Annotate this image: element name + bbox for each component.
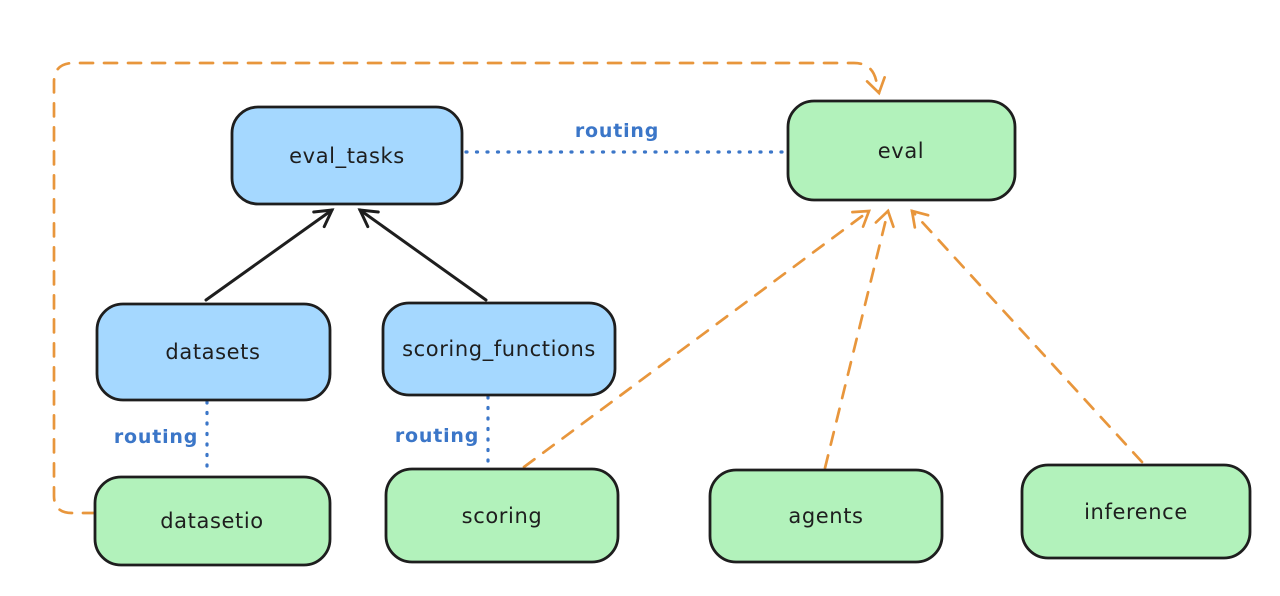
node-inference-box xyxy=(1020,463,1252,560)
node-datasets-label: datasets xyxy=(165,340,260,364)
edge-datasets-to-eval-tasks xyxy=(204,208,335,302)
node-eval-tasks: eval_tasks xyxy=(230,105,464,206)
edge-inference-to-eval xyxy=(910,209,1144,464)
node-scoring-functions-box xyxy=(381,301,617,397)
node-scoring-functions: scoring_functions xyxy=(381,301,617,397)
edge-scoring-functions-to-eval-tasks xyxy=(357,208,488,302)
node-eval-box xyxy=(786,99,1017,202)
edge-scoring-to-eval xyxy=(522,209,872,469)
node-agents-box xyxy=(708,468,944,564)
node-scoring-label: scoring xyxy=(462,504,543,528)
node-datasets-box xyxy=(95,302,332,402)
node-scoring: scoring xyxy=(384,467,620,564)
node-scoring-functions-label: scoring_functions xyxy=(402,337,596,362)
node-eval-tasks-box xyxy=(230,105,464,206)
node-datasetio-label: datasetio xyxy=(160,509,263,533)
node-datasetio: datasetio xyxy=(93,475,332,567)
edge-agents-to-eval xyxy=(823,208,895,470)
node-datasets: datasets xyxy=(95,302,332,402)
node-inference: inference xyxy=(1020,463,1252,560)
edge-label-routing-middle: routing xyxy=(395,425,479,447)
node-eval-tasks-label: eval_tasks xyxy=(289,144,405,169)
node-agents-label: agents xyxy=(788,504,863,528)
node-agents: agents xyxy=(708,468,944,564)
node-scoring-box xyxy=(384,467,620,564)
edge-label-routing-top: routing xyxy=(575,120,659,142)
edge-datasetio-to-eval xyxy=(52,61,886,515)
node-inference-label: inference xyxy=(1084,500,1188,524)
node-datasetio-box xyxy=(93,475,332,567)
node-eval-label: eval xyxy=(878,139,924,163)
node-eval: eval xyxy=(786,99,1017,202)
edge-label-routing-left: routing xyxy=(114,426,198,448)
